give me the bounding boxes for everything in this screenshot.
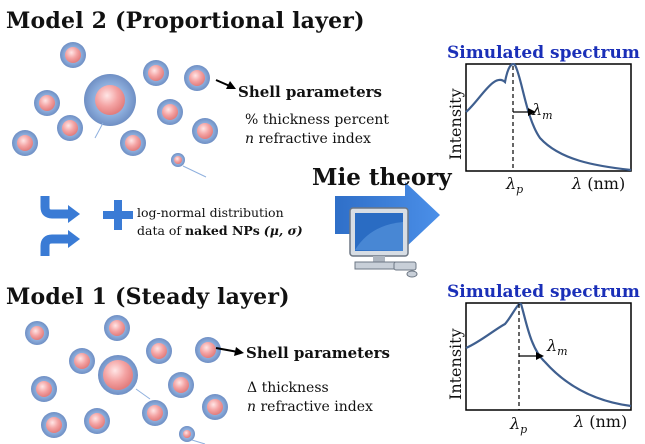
- distribution-line1: log-normal distribution: [137, 205, 284, 220]
- model1-param2-symbol: n: [247, 399, 257, 415]
- spectrum-bottom-title: Simulated spectrum: [447, 282, 640, 302]
- model1-shell-label: Shell parameters: [246, 344, 390, 362]
- model2-param2: n refractive index: [245, 131, 371, 147]
- spectrum-top-plot: [465, 63, 632, 172]
- model2-particles: [12, 42, 218, 178]
- spectrum-top-ylabel: Intensity: [446, 88, 465, 160]
- model2-param2-symbol: n: [245, 131, 255, 147]
- model1-arrow: [215, 347, 239, 353]
- spectrum-bottom-plot: [465, 302, 632, 411]
- model1-param1-text: thickness: [261, 380, 329, 396]
- model1-param2: n refractive index: [247, 399, 373, 415]
- spectrum-top-xlabel: λ (nm): [572, 174, 626, 193]
- distribution-prefix: data of: [137, 223, 182, 238]
- distribution-line2: data of naked NPs (μ, σ): [137, 223, 303, 238]
- model2-param1: % thickness percent: [245, 112, 389, 128]
- spectrum-bottom-ylabel: Intensity: [446, 328, 465, 400]
- model1-param2-text: refractive index: [260, 399, 373, 415]
- model2-shell-label: Shell parameters: [238, 83, 382, 101]
- model2-param1-symbol: %: [245, 112, 259, 128]
- computer-icon: [349, 207, 418, 278]
- model1-param1-symbol: Δ: [247, 380, 258, 396]
- naked-nps-label: naked NPs: [185, 223, 260, 238]
- distribution-params: (μ, σ): [263, 223, 303, 238]
- model2-param2-text: refractive index: [258, 131, 371, 147]
- model1-title: Model 1 (Steady layer): [6, 284, 290, 310]
- spectrum-top-title: Simulated spectrum: [447, 43, 640, 63]
- model2-param1-text: thickness percent: [262, 112, 390, 128]
- spectrum-bottom-xlabel: λ (nm): [574, 412, 628, 431]
- mie-theory-label: Mie theory: [312, 164, 452, 191]
- spectrum-bottom-lambda-m: λm: [547, 336, 568, 358]
- model1-param1: Δ thickness: [247, 380, 329, 396]
- model2-title: Model 2 (Proportional layer): [6, 8, 365, 34]
- merge-arrows: [40, 196, 133, 256]
- spectrum-bottom-lambda-p: λp: [510, 414, 528, 436]
- spectrum-top-lambda-p: λp: [506, 174, 524, 196]
- np-core: [65, 47, 81, 63]
- model1-particles: [25, 315, 228, 444]
- spectrum-top-lambda-m: λm: [532, 100, 553, 122]
